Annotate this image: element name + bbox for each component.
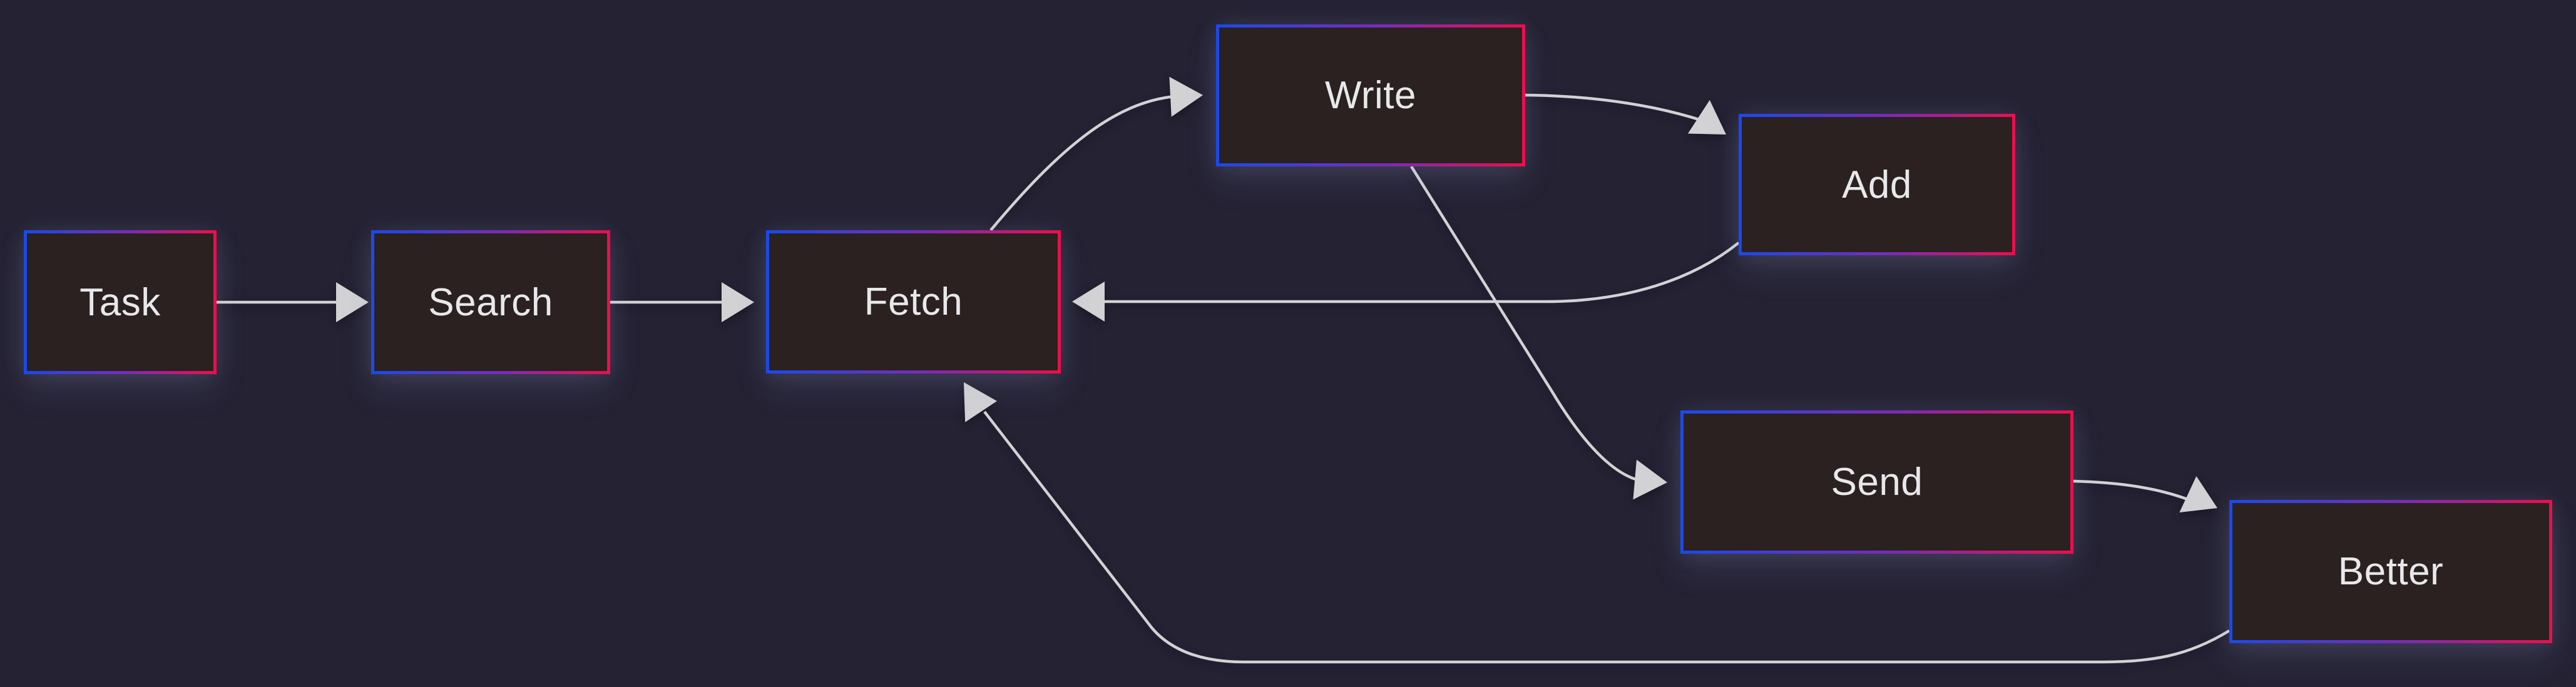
arrowhead-icon (722, 282, 754, 322)
edge-fetch-write (989, 94, 1176, 232)
node-write[interactable]: Write (1216, 24, 1525, 166)
arrowhead-icon (1687, 99, 1737, 151)
arrowhead-icon (1633, 459, 1669, 502)
arrowhead-icon (1169, 75, 1204, 117)
node-fetch[interactable]: Fetch (766, 230, 1061, 374)
edge-better-fetch (983, 410, 2231, 664)
edge-write-add (1525, 93, 1702, 122)
arrowhead-icon (2179, 476, 2226, 527)
node-better-label: Better (2338, 550, 2444, 593)
node-send[interactable]: Send (1680, 410, 2073, 554)
node-add-label: Add (1842, 163, 1912, 206)
edge-add-fetch (1100, 242, 1740, 303)
node-search[interactable]: Search (371, 230, 610, 374)
node-better[interactable]: Better (2229, 500, 2552, 643)
node-task[interactable]: Task (24, 230, 217, 374)
edge-send-better (2073, 479, 2190, 502)
node-send-label: Send (1831, 461, 1923, 504)
edge-write-send (1410, 165, 1640, 482)
node-fetch-label: Fetch (864, 280, 963, 323)
arrowhead-icon (1072, 282, 1105, 322)
arrowhead-icon (336, 282, 369, 322)
arrowhead-icon (963, 381, 998, 422)
node-task-label: Task (79, 280, 161, 324)
node-write-label: Write (1324, 74, 1417, 117)
node-search-label: Search (428, 280, 553, 324)
node-add[interactable]: Add (1739, 114, 2015, 255)
